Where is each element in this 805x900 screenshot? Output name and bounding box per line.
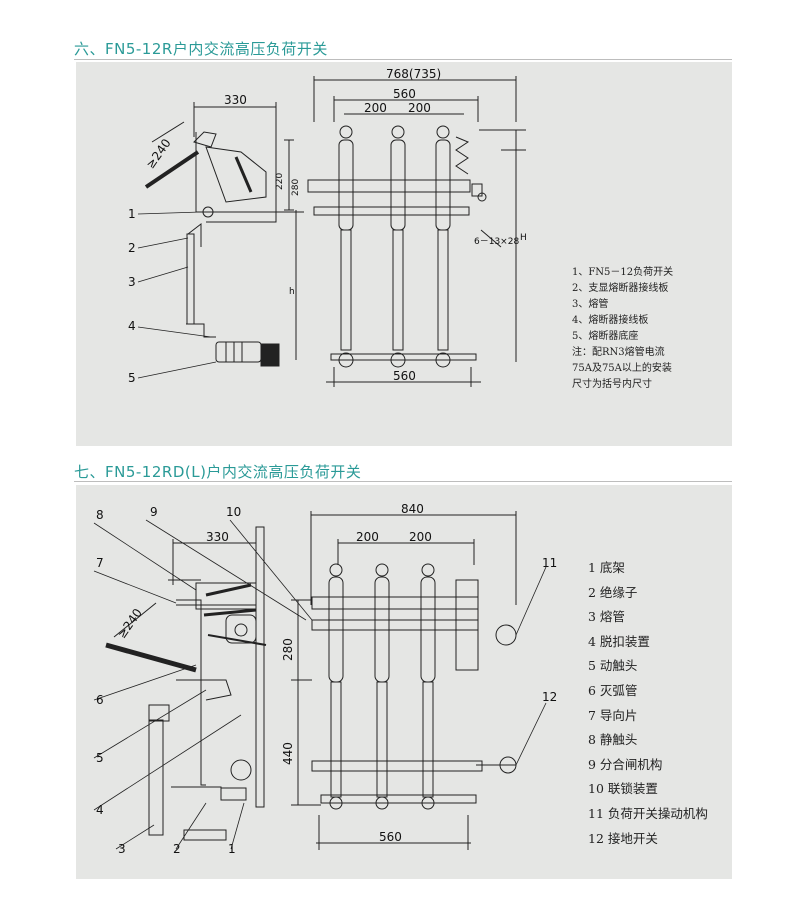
- pole-3: [435, 125, 470, 368]
- dim-pitch-a: 200: [364, 101, 387, 115]
- dim-h440: 440: [281, 742, 295, 765]
- callout-5: 5: [128, 371, 136, 385]
- dim-h280: 280: [281, 638, 295, 661]
- callout-2: 2: [173, 842, 181, 856]
- callout-8: 8: [96, 508, 104, 522]
- dim-H: H: [520, 233, 527, 243]
- dim-overall-width: 768(735): [386, 67, 441, 81]
- dim-overall-width: 840: [401, 502, 424, 516]
- section1-legend: 1、FN5－12负荷开关 2、支显熔断器接线板 3、熔管 4、熔断器接线板 5、…: [572, 265, 673, 393]
- dim-hole: 6－13×28: [474, 237, 519, 247]
- legend2-item: 10 联锁装置: [588, 781, 658, 797]
- legend1-item: 3、熔管: [572, 299, 609, 310]
- dim-bottom-560: 560: [379, 830, 402, 844]
- dim-h: h: [289, 287, 295, 297]
- dim-angle: ≥240: [115, 606, 145, 641]
- dim-angle: ≥240: [143, 136, 173, 171]
- pole-3: [420, 563, 436, 810]
- pole-1: [328, 563, 344, 810]
- section2-title: 七、FN5-12RD(L)户内交流高压负荷开关: [74, 463, 362, 481]
- dim-top-560: 560: [393, 87, 416, 101]
- legend1-note: 75A及75A以上的安装: [572, 363, 672, 374]
- legend1-item: 4、熔断器接线板: [572, 315, 649, 326]
- legend1-note: 尺寸为括号内尺寸: [572, 379, 652, 390]
- pole-1: [338, 125, 354, 368]
- callout-10: 10: [226, 505, 241, 519]
- callout-7: 7: [96, 556, 104, 570]
- legend2-item: 6 灭弧管: [588, 682, 638, 698]
- section2-legend: 1 底架 2 绝缘子 3 熔管 4 脱扣装置 5 动触头 6 灭弧管 7 导向片…: [588, 556, 708, 851]
- callout-9: 9: [150, 505, 158, 519]
- dim-h220: 220: [275, 173, 285, 190]
- callout-6: 6: [96, 693, 104, 707]
- legend2-item: 11 负荷开关操动机构: [588, 805, 708, 821]
- legend2-item: 1 底架: [588, 560, 625, 575]
- section1-title: 六、FN5-12R户内交流高压负荷开关: [74, 40, 328, 58]
- pole-2: [390, 125, 406, 368]
- legend2-item: 9 分合闸机构: [588, 756, 663, 772]
- legend2-item: 5 动触头: [588, 658, 638, 674]
- legend2-item: 12 接地开关: [588, 830, 658, 846]
- legend2-item: 8 静触头: [588, 732, 638, 748]
- legend2-item: 3 熔管: [588, 609, 625, 625]
- pole-2: [374, 563, 390, 810]
- callout-4: 4: [96, 803, 104, 817]
- callout-1: 1: [228, 842, 236, 856]
- legend1-item: 1、FN5－12负荷开关: [572, 267, 674, 278]
- callout-4: 4: [128, 319, 136, 333]
- section1-divider: [74, 59, 732, 60]
- dim-bottom-560: 560: [393, 369, 416, 383]
- legend1-note: 注：配RN3熔管电流: [572, 347, 665, 358]
- section2-drawing-panel: 840 200 200 560 330 ≥240 280 440 8 9 10 …: [76, 485, 732, 879]
- dim-depth: 330: [224, 93, 247, 107]
- callout-3: 3: [128, 275, 136, 289]
- callout-5: 5: [96, 751, 104, 765]
- callout-11: 11: [542, 556, 557, 570]
- callout-12: 12: [542, 690, 557, 704]
- callout-1: 1: [128, 207, 136, 221]
- dim-pitch-b: 200: [409, 530, 432, 544]
- section1-drawing: 768(735) 560 200 200 560 330 ≥240 220 28…: [128, 67, 527, 387]
- legend1-item: 2、支显熔断器接线板: [572, 283, 669, 294]
- dim-pitch-b: 200: [408, 101, 431, 115]
- callout-2: 2: [128, 241, 136, 255]
- legend1-item: 5、熔断器底座: [572, 331, 639, 342]
- dim-pitch-a: 200: [356, 530, 379, 544]
- legend2-item: 4 脱扣装置: [588, 633, 650, 649]
- section2-drawing: 840 200 200 560 330 ≥240 280 440 8 9 10 …: [93, 502, 557, 856]
- dim-h280: 280: [291, 179, 301, 196]
- callout-3: 3: [118, 842, 126, 856]
- legend2-item: 7 导向片: [588, 707, 638, 723]
- legend2-item: 2 绝缘子: [588, 584, 638, 600]
- dim-depth: 330: [206, 530, 229, 544]
- section1-drawing-panel: 768(735) 560 200 200 560 330 ≥240 220 28…: [76, 62, 732, 446]
- section2-divider: [74, 481, 732, 482]
